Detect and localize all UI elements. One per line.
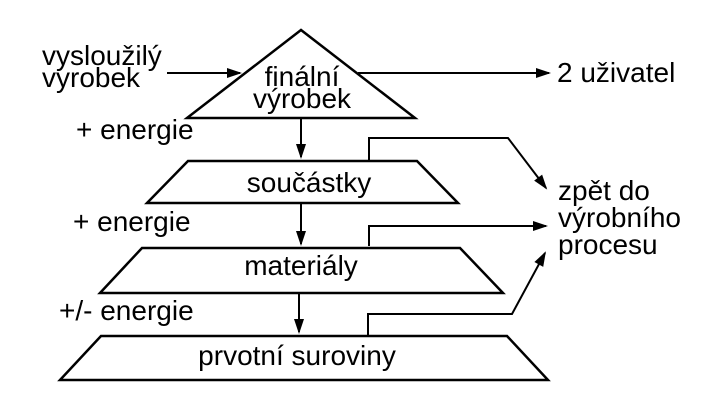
feedback-arrow-materials bbox=[368, 221, 548, 246]
trapezoid-components-shape bbox=[144, 159, 461, 205]
label-raw-materials: prvotní suroviny bbox=[198, 340, 396, 371]
feedback-arrow-components bbox=[368, 137, 548, 190]
trapezoid-raw-materials-shape bbox=[57, 334, 551, 382]
label-components: součástky bbox=[246, 167, 372, 198]
label-energy-materials: + energie bbox=[73, 206, 191, 237]
trapezoid-materials-shape bbox=[97, 246, 506, 295]
label-back-to-process: zpět do výrobního procesu bbox=[558, 175, 681, 260]
label-energy-raw: +/- energie bbox=[59, 295, 194, 326]
label-energy-components: + energie bbox=[76, 114, 194, 145]
label-user: 2 uživatel bbox=[557, 57, 676, 88]
label-worn-product: vysloužilý vyrobek bbox=[42, 40, 162, 93]
label-materials: materiály bbox=[244, 250, 358, 281]
label-final-product: finální výrobek bbox=[252, 61, 352, 114]
feedback-arrow-raw bbox=[367, 251, 546, 335]
